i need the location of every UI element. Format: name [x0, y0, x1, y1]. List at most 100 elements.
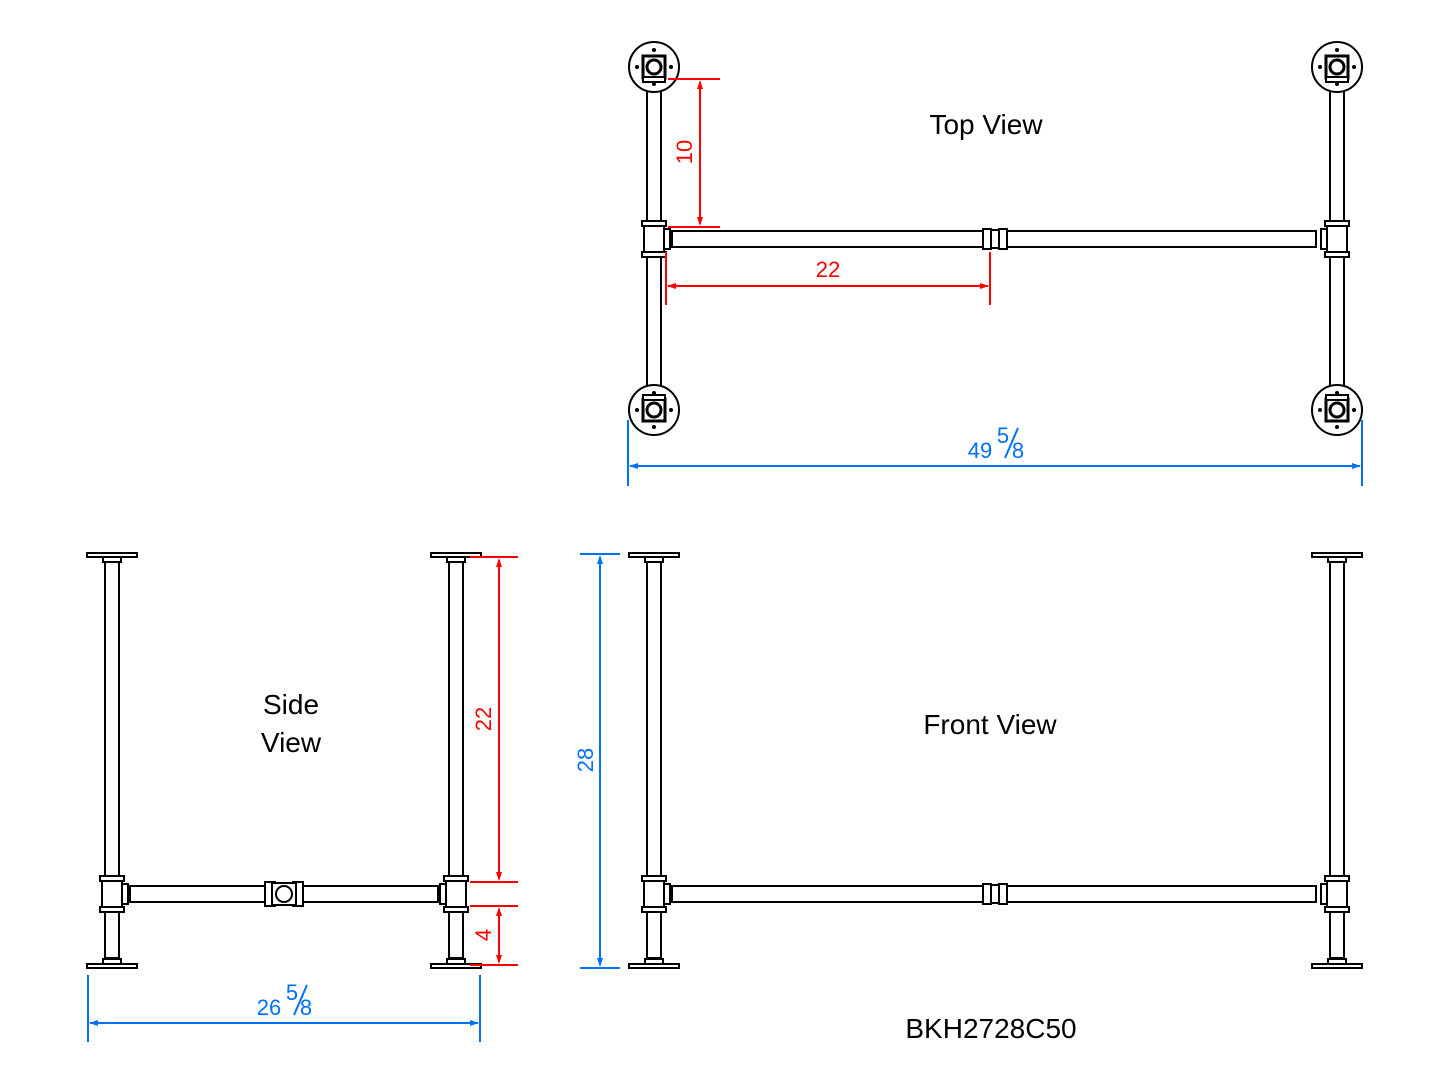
- vertical-pipe: [1329, 911, 1345, 959]
- vertical-pipe: [646, 911, 662, 959]
- vertical-pipe: [646, 89, 662, 231]
- flange-screw-hole: [635, 408, 639, 412]
- top-view-title: Top View: [929, 109, 1043, 140]
- tee-collar: [641, 220, 667, 227]
- flange-neck: [102, 556, 122, 563]
- flange-neck: [446, 556, 466, 563]
- tee-collar: [99, 875, 125, 882]
- top-dim-length: 49 5 8: [968, 423, 1024, 463]
- tee-collar: [641, 251, 667, 258]
- coupling-collar: [982, 883, 992, 905]
- tee-collar: [641, 906, 667, 913]
- flange-collar: [1325, 76, 1349, 83]
- floor-flange: [1311, 963, 1363, 969]
- coupling-collar: [982, 228, 992, 250]
- flange-screw-hole: [1318, 65, 1322, 69]
- vertical-pipe: [448, 911, 464, 959]
- flange-screw-hole: [652, 48, 656, 52]
- dimension-arrow: [496, 907, 502, 916]
- cross-fitting-bore: [275, 885, 293, 903]
- side-dim-width: 26 5 8: [257, 980, 312, 1020]
- front-dim-height: 28: [573, 748, 598, 772]
- vertical-pipe: [646, 249, 662, 399]
- dimension-arrow: [496, 955, 502, 964]
- tee-side-collar: [663, 228, 671, 250]
- side-view-title-line2: View: [261, 727, 322, 758]
- side-view-title-line1: Side: [263, 689, 319, 720]
- vertical-pipe: [1329, 89, 1345, 231]
- vertical-pipe: [448, 561, 464, 877]
- flange-bore: [1328, 401, 1346, 419]
- fraction-denominator: 8: [1012, 438, 1024, 463]
- dimension-arrow: [697, 80, 703, 89]
- side-dim-lower: 4: [471, 929, 496, 941]
- flange-screw-hole: [635, 65, 639, 69]
- dimension-arrow: [496, 558, 502, 567]
- flange-screw-hole: [1335, 425, 1339, 429]
- tee-fitting: [1326, 879, 1348, 909]
- tee-collar: [443, 875, 469, 882]
- vertical-pipe: [646, 561, 662, 877]
- flange-collar: [1325, 394, 1349, 401]
- flange-screw-hole: [1352, 65, 1356, 69]
- tee-side-collar: [121, 883, 129, 905]
- coupling: [990, 884, 1000, 904]
- fraction-slash: [1004, 427, 1019, 459]
- tee-collar: [641, 875, 667, 882]
- fraction-denominator: 8: [300, 995, 312, 1020]
- floor-flange: [86, 963, 138, 969]
- dimension-arrow: [597, 958, 603, 967]
- flange-screw-hole: [652, 425, 656, 429]
- dimension-arrow: [697, 217, 703, 226]
- tee-side-collar: [439, 883, 447, 905]
- floor-flange: [628, 963, 680, 969]
- dimension-arrow: [597, 555, 603, 564]
- top-dim-leg-offset: 10: [672, 140, 697, 164]
- tee-fitting: [643, 879, 665, 909]
- fraction-whole: 26: [257, 995, 281, 1020]
- flange-screw-hole: [669, 65, 673, 69]
- dimension-arrow: [629, 463, 638, 469]
- fraction-whole: 49: [968, 438, 992, 463]
- dimension-arrow: [1352, 463, 1361, 469]
- tee-side-collar: [663, 883, 671, 905]
- vertical-pipe: [104, 561, 120, 877]
- tee-collar: [99, 906, 125, 913]
- flange-bore: [645, 401, 663, 419]
- vertical-pipe: [104, 911, 120, 959]
- flange-neck: [1327, 556, 1347, 563]
- vertical-pipe: [1329, 561, 1345, 877]
- flange-screw-hole: [1352, 408, 1356, 412]
- front-view-title: Front View: [923, 709, 1057, 740]
- coupling-collar: [998, 228, 1008, 250]
- flange-bore: [645, 58, 663, 76]
- dimension-arrow: [667, 283, 676, 289]
- tee-fitting: [101, 879, 123, 909]
- top-dim-coupling: 22: [816, 257, 840, 282]
- fraction-slash: [293, 984, 308, 1016]
- dimension-arrow: [980, 283, 989, 289]
- dimension-arrow: [496, 872, 502, 881]
- flange-collar: [642, 394, 666, 401]
- coupling: [990, 229, 1000, 249]
- tee-collar: [1324, 220, 1350, 227]
- flange-screw-hole: [669, 408, 673, 412]
- vertical-pipe: [1329, 249, 1345, 399]
- fraction-numerator: 5: [286, 980, 298, 1005]
- dimension-arrow: [89, 1020, 98, 1026]
- coupling-collar: [998, 883, 1008, 905]
- tee-side-collar: [1320, 228, 1328, 250]
- dimension-arrow: [470, 1020, 479, 1026]
- flange-collar: [642, 76, 666, 83]
- model-number: BKH2728C50: [905, 1013, 1076, 1044]
- flange-screw-hole: [1318, 408, 1322, 412]
- fraction-numerator: 5: [997, 423, 1009, 448]
- tee-collar: [1324, 906, 1350, 913]
- tee-fitting: [643, 224, 665, 254]
- tee-side-collar: [1320, 883, 1328, 905]
- flange-screw-hole: [1335, 48, 1339, 52]
- tee-collar: [1324, 875, 1350, 882]
- tee-fitting: [1326, 224, 1348, 254]
- flange-neck: [644, 556, 664, 563]
